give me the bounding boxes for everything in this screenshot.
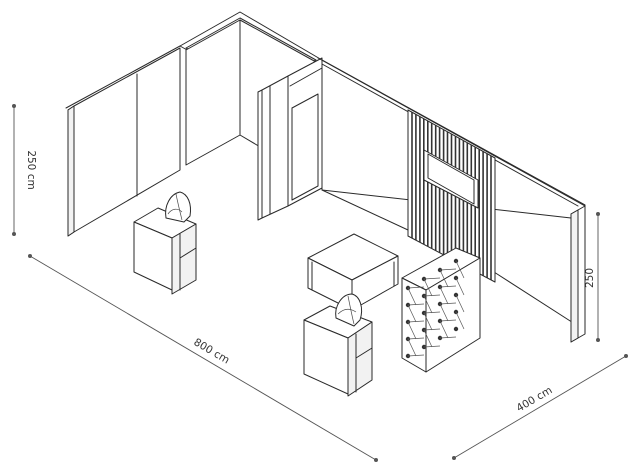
dimension-height-right: 250 bbox=[584, 212, 600, 342]
left-wall bbox=[65, 45, 181, 237]
length-label: 800 cm bbox=[192, 336, 232, 366]
storage-cabin bbox=[179, 11, 323, 221]
slatted-wall-panel bbox=[407, 109, 496, 283]
front-counter bbox=[303, 305, 373, 397]
height-left-label: 250 cm bbox=[25, 150, 37, 189]
front-chair bbox=[335, 293, 363, 327]
dimension-depth: 400 cm bbox=[452, 354, 628, 460]
left-counter bbox=[133, 207, 197, 295]
display-shelf bbox=[401, 247, 481, 373]
height-right-label: 250 bbox=[584, 268, 596, 288]
left-chair bbox=[165, 191, 191, 223]
center-table bbox=[307, 233, 399, 311]
dimension-height-left: 250 cm bbox=[12, 104, 37, 236]
